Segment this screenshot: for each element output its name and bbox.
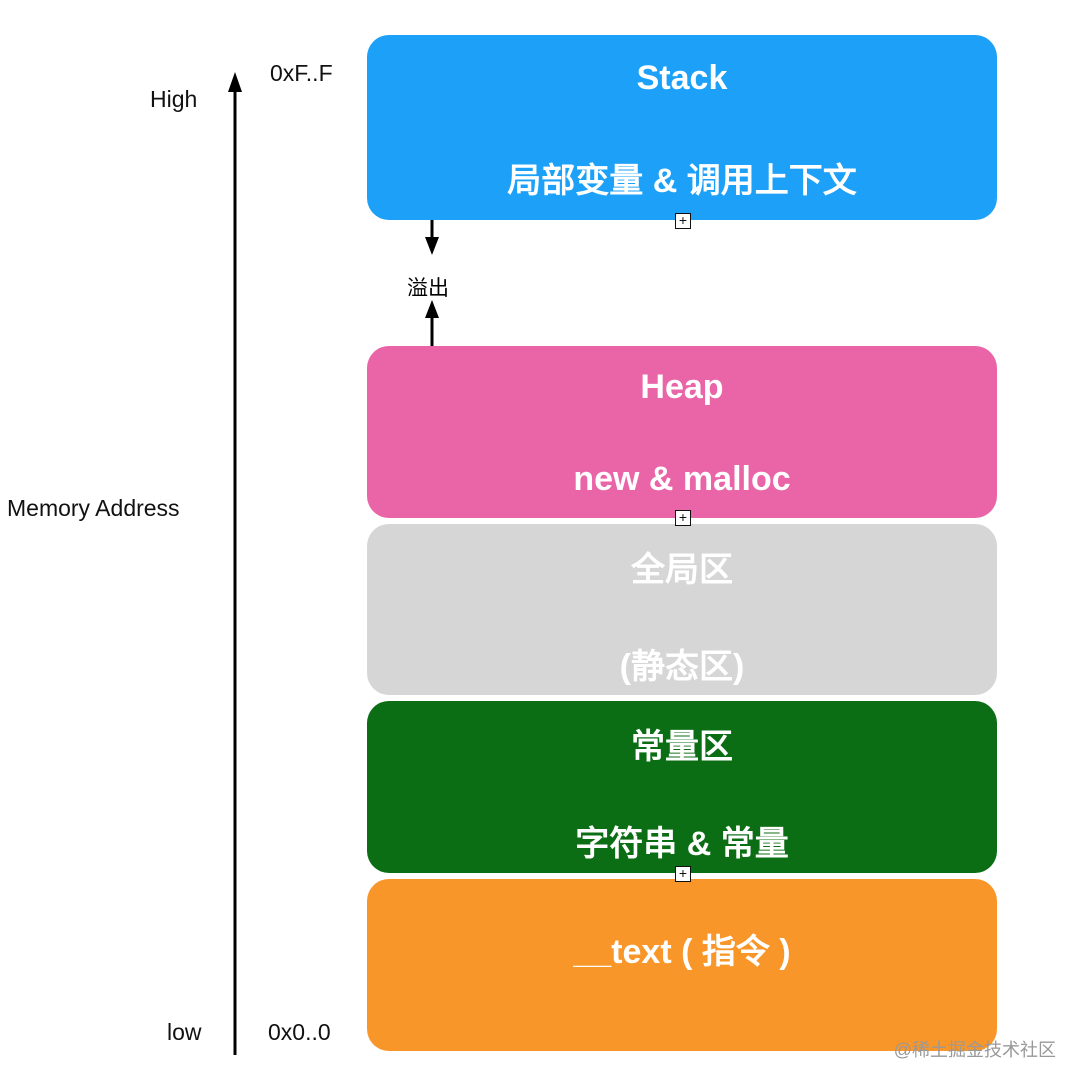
- watermark: @稀土掘金技术社区: [893, 1040, 1056, 1060]
- block-title: Heap: [640, 368, 724, 406]
- axis-arrowhead: [228, 72, 242, 92]
- expand-icon: +: [675, 510, 691, 526]
- expand-icon: +: [675, 213, 691, 229]
- stack-block: Stack 局部变量 & 调用上下文: [367, 35, 997, 220]
- axis-title: Memory Address: [7, 495, 180, 521]
- block-subtitle: 局部变量 & 调用上下文: [507, 162, 857, 200]
- block-title: Stack: [636, 59, 728, 97]
- addr-low-label: 0x0..0: [268, 1019, 331, 1045]
- constant-block: 常量区 字符串 & 常量: [367, 701, 997, 873]
- block-title: 全局区: [631, 551, 733, 589]
- block-subtitle: (静态区): [619, 648, 745, 686]
- block-title: 常量区: [631, 728, 733, 766]
- block-subtitle: 字符串 & 常量: [575, 825, 789, 863]
- global-block: 全局区 (静态区): [367, 524, 997, 695]
- addr-high-label: 0xF..F: [270, 60, 333, 86]
- low-label: low: [167, 1019, 202, 1045]
- expand-icon: +: [675, 866, 691, 882]
- heap-block: Heap new & malloc: [367, 346, 997, 518]
- overflow-label: 溢出: [407, 277, 449, 300]
- block-subtitle: new & malloc: [573, 460, 791, 498]
- block-title: __text ( 指令 ): [573, 933, 791, 971]
- text-block: __text ( 指令 ): [367, 879, 997, 1051]
- high-label: High: [150, 86, 198, 112]
